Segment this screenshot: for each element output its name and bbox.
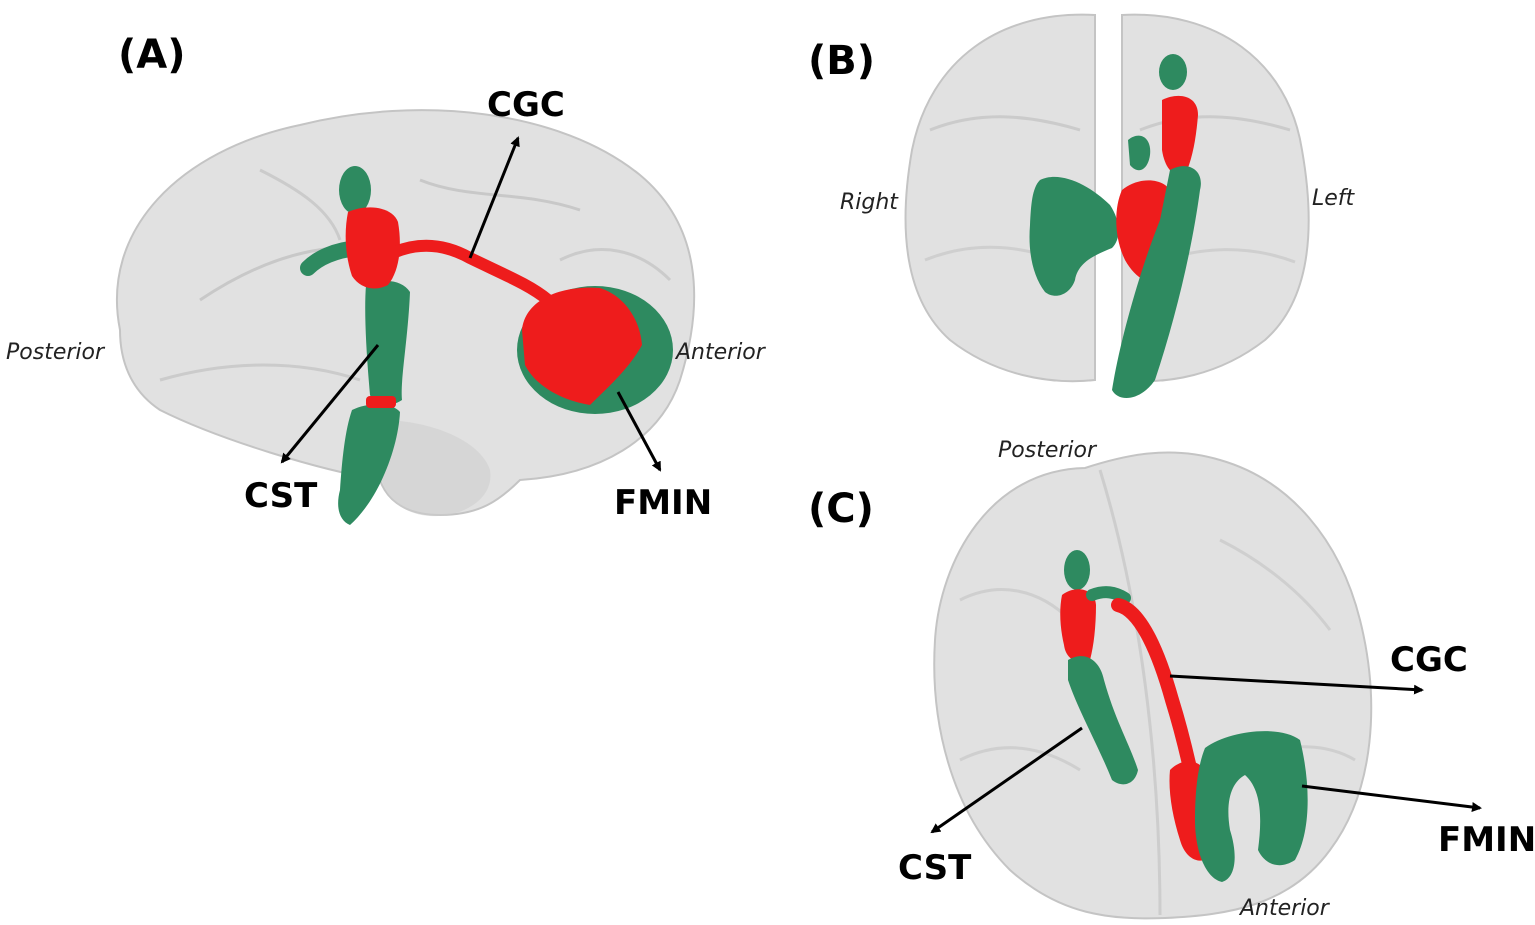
fmin-label-c: FMIN [1438,820,1535,860]
orientation-anterior-c: Anterior [1240,896,1329,921]
panel-c-label: (C) [808,486,874,532]
cst-c-branch [1086,586,1131,604]
arrow-cst-a [280,344,380,464]
arrow-fmin-a [616,391,662,472]
cst-label-c: CST [898,848,972,888]
arrow-fmin-c [1301,784,1482,812]
brain-c-sulcus [959,746,1081,772]
cgc-label-c: CGC [1390,640,1468,680]
panel-b [904,13,1310,399]
cst-label-a: CST [244,476,318,516]
cgc-a-tract [389,239,554,306]
brain-a-sulcus [559,248,672,282]
brain-c-outline [933,451,1373,920]
panel-c [930,451,1482,920]
cst-c-significant [1060,589,1096,662]
arrow-cgc-a [468,136,520,259]
brain-c-sulcus [959,588,1072,622]
arrow-cst-c [930,726,1083,834]
cst-c-body [1068,656,1138,785]
orientation-left-b: Left [1312,186,1355,211]
significant-b-top [1128,135,1151,171]
orientation-anterior-a: Anterior [676,340,765,365]
brain-c-midline [1098,469,1162,916]
cst-a-significant-band [366,396,396,408]
brain-a-temporal-lobe [380,420,491,517]
cst-a-significant-segment [345,207,400,289]
cst-b-body [1112,166,1201,399]
orientation-posterior-a: Posterior [6,340,105,365]
orientation-right-b: Right [840,190,898,215]
cgc-label-a: CGC [487,85,565,125]
cst-a-lower [338,404,400,525]
cst-b-significant [1162,95,1198,176]
panel-a-label: (A) [118,32,186,78]
orientation-posterior-c: Posterior [998,438,1097,463]
cst-b-top [1159,54,1187,90]
arrow-cgc-c [1169,674,1424,695]
cst-c-top [1064,550,1090,590]
brain-a-sulcus [159,363,361,382]
fmin-a-significant [522,287,642,405]
panel-b-label: (B) [808,38,876,84]
cst-a-top [339,166,371,214]
panel-a [115,109,696,525]
fmin-c-tract [1195,731,1308,882]
brain-c-sulcus [1219,538,1332,631]
brain-b-sulcus [1139,115,1291,132]
brain-a-sulcus [259,168,342,241]
brain-b-sulcus [929,115,1081,132]
fmin-b-right [1029,176,1119,296]
fmin-label-a: FMIN [614,483,713,523]
cst-a-body [365,280,410,406]
